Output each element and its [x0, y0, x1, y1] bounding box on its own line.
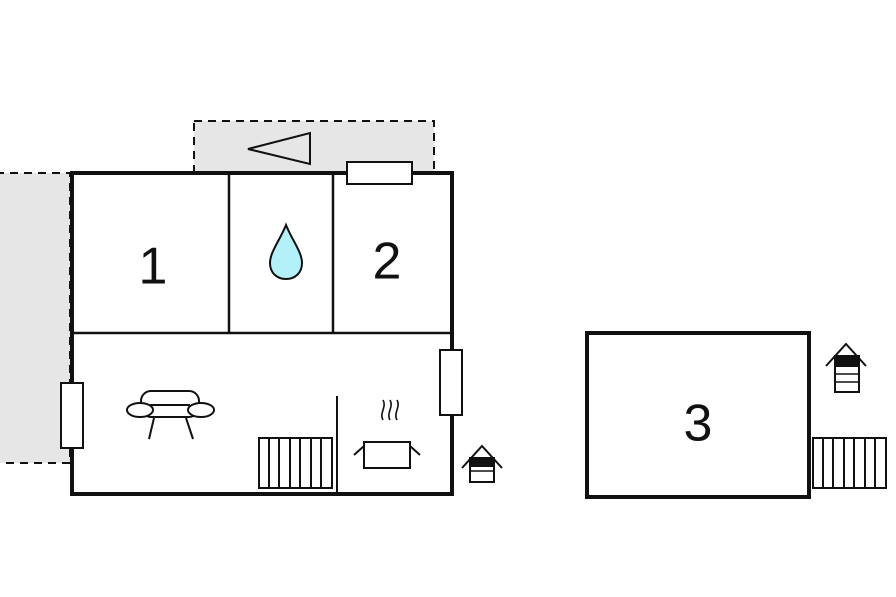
staircase-icon: [258, 437, 333, 489]
cooking-pot-icon: [353, 399, 421, 469]
window-right: [439, 349, 463, 416]
staircase-icon: [812, 437, 887, 489]
window-top: [346, 161, 413, 185]
water-drop-icon: [268, 222, 304, 281]
terrace-left: [0, 172, 71, 464]
triangle-arrow-icon: [247, 131, 311, 166]
room-label-2: 2: [373, 233, 402, 291]
window-left: [60, 382, 84, 449]
room-label-1: 1: [139, 238, 168, 296]
house-entrance-icon: [825, 342, 867, 393]
annex-outline: [585, 331, 811, 499]
terrace-top: [193, 120, 435, 174]
room-label-3: 3: [684, 395, 713, 453]
sofa-icon: [126, 390, 215, 440]
house-entrance-icon: [461, 444, 503, 483]
